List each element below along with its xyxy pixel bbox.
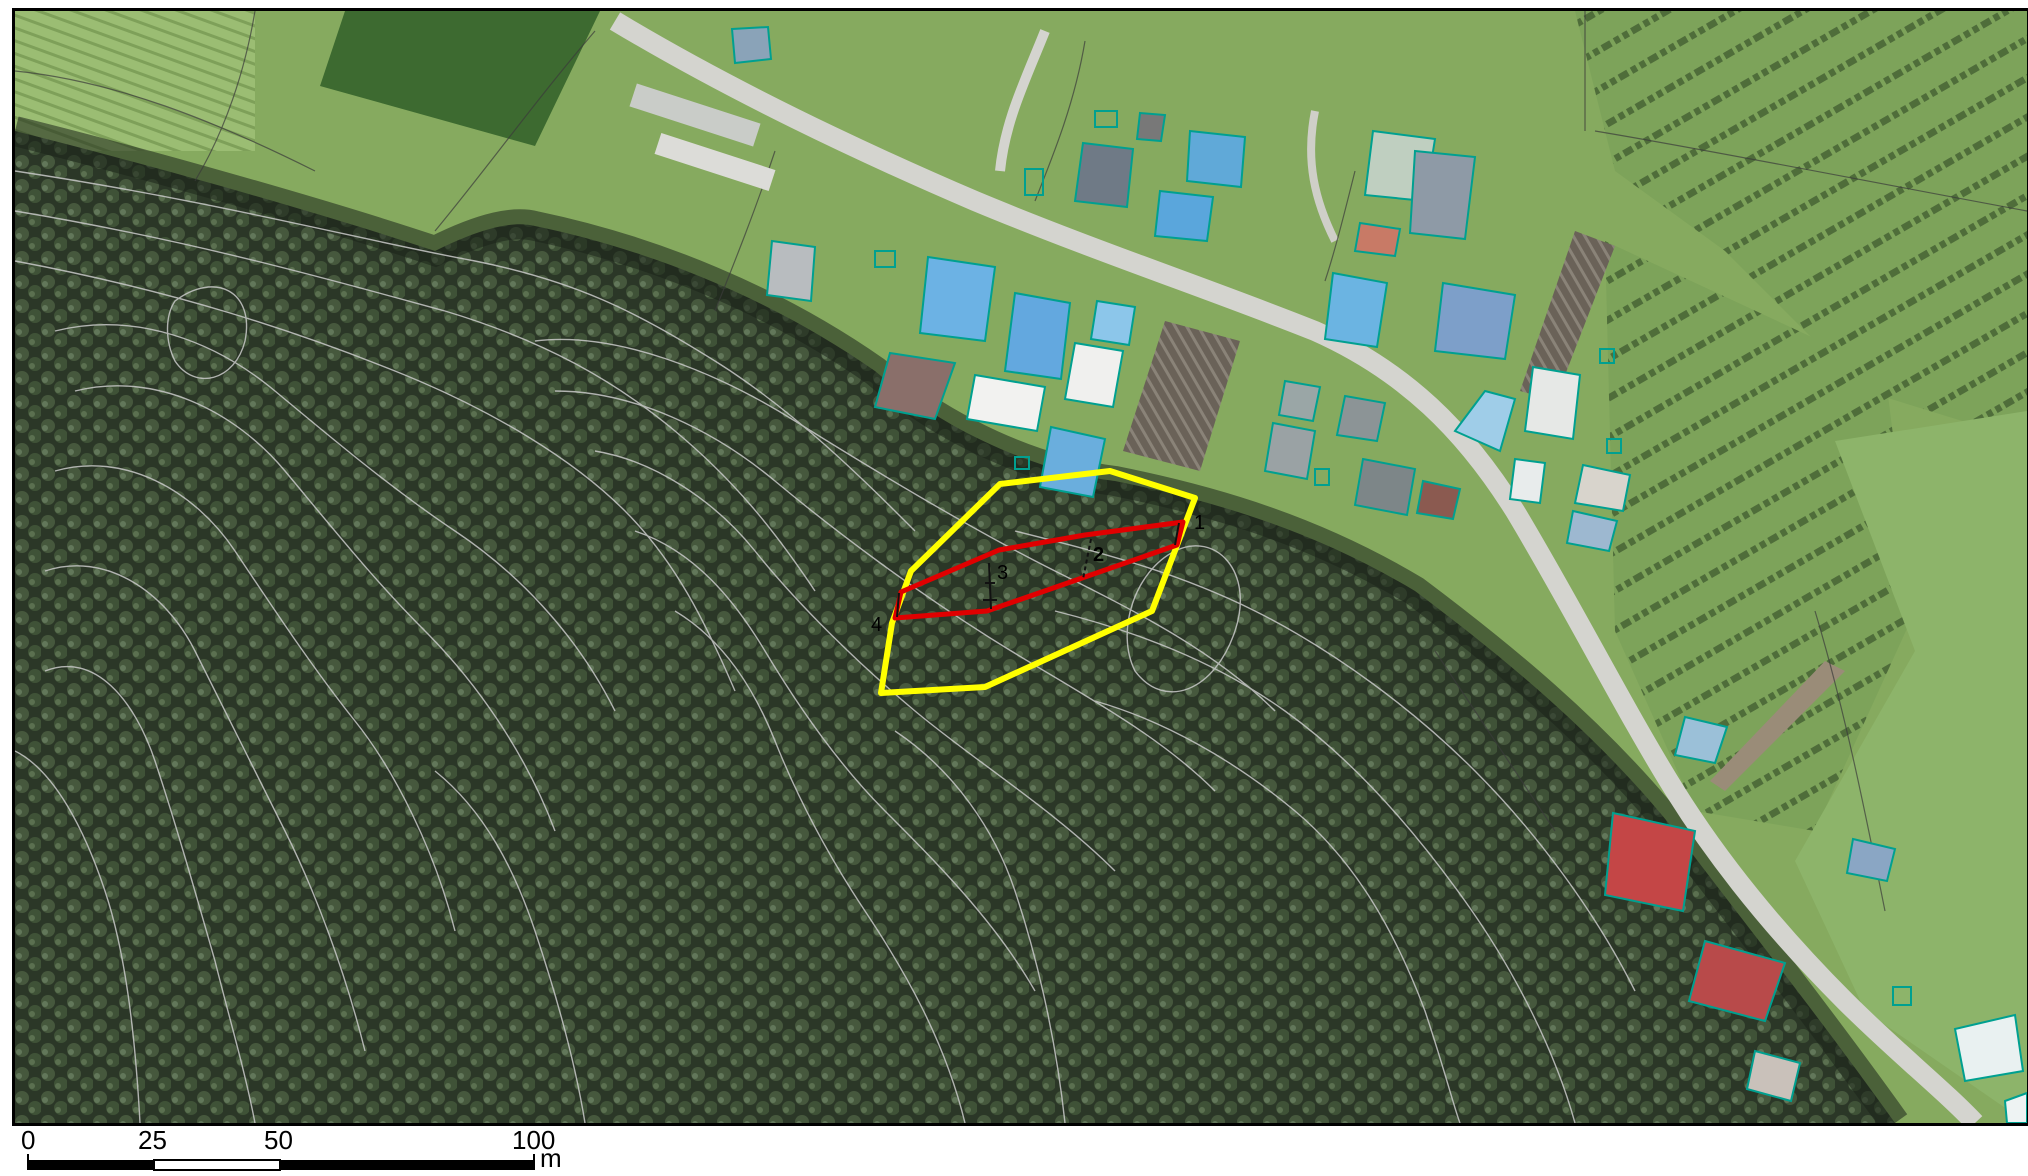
small-structures: [874, 110, 1912, 1006]
building: [1565, 509, 1619, 553]
building: [1415, 479, 1462, 521]
scale-bar: 0 25 50 100 m: [0, 1126, 2028, 1176]
building: [1845, 837, 1897, 883]
orchard-area-east: [1605, 241, 1915, 831]
building: [1745, 1049, 1802, 1103]
building: [1003, 291, 1072, 381]
building: [1153, 189, 1215, 243]
building: [2003, 1091, 2027, 1123]
building: [1953, 1013, 2025, 1083]
grass-pasture: [1795, 411, 2027, 1123]
building: [1353, 457, 1417, 517]
building: [1433, 281, 1517, 361]
building: [1508, 457, 1547, 505]
plowed-field: [1123, 321, 1240, 471]
map-frame[interactable]: 1 2 3 4: [12, 8, 2028, 1126]
building: [1335, 394, 1387, 443]
scale-tick-100: 100: [512, 1125, 556, 1155]
dark-crop-field: [320, 11, 600, 146]
building: [918, 255, 997, 343]
scale-bar-graphic: [27, 1154, 535, 1171]
building: [1573, 463, 1632, 513]
building: [1453, 389, 1517, 453]
scale-tick-25: 25: [138, 1125, 167, 1155]
building: [1277, 379, 1322, 423]
building: [1038, 425, 1107, 499]
building: [1135, 111, 1167, 143]
side-road[interactable]: [995, 29, 1050, 172]
point-label-4: 4: [871, 614, 882, 636]
scale-tick-50: 50: [264, 1125, 293, 1155]
orchard-area: [1575, 11, 2027, 441]
bare-path: [1710, 661, 1845, 791]
building: [1089, 299, 1137, 347]
building: [873, 351, 957, 421]
point-label-3: 3: [997, 562, 1008, 584]
building: [1063, 341, 1125, 409]
point-label-1: 1: [1194, 512, 1205, 534]
building: [1603, 811, 1697, 913]
contour-lines: [15, 170, 1636, 1123]
building: [965, 373, 1047, 433]
side-road-north[interactable]: [1307, 110, 1339, 243]
scale-tick-0: 0: [21, 1125, 36, 1155]
building: [1673, 715, 1729, 765]
building: [1263, 421, 1317, 481]
plowed-strip: [1520, 231, 1615, 401]
building: [1523, 365, 1582, 441]
greenhouse: [654, 132, 776, 192]
building: [1408, 149, 1477, 241]
point-label-2: 2: [1093, 544, 1104, 566]
greenhouse: [629, 83, 761, 147]
building: [1323, 271, 1389, 349]
building: [1073, 141, 1135, 209]
building: [765, 239, 817, 303]
building: [1353, 221, 1402, 258]
buildings: [730, 25, 2027, 1123]
building: [1185, 129, 1247, 189]
building: [730, 25, 773, 65]
main-road[interactable]: [609, 12, 1983, 1123]
aerial-map[interactable]: 1 2 3 4: [15, 11, 2027, 1123]
scale-unit: m: [540, 1143, 562, 1173]
forest-area: [15, 131, 1895, 1123]
building: [1687, 939, 1787, 1023]
profile-markers: [896, 522, 1180, 618]
